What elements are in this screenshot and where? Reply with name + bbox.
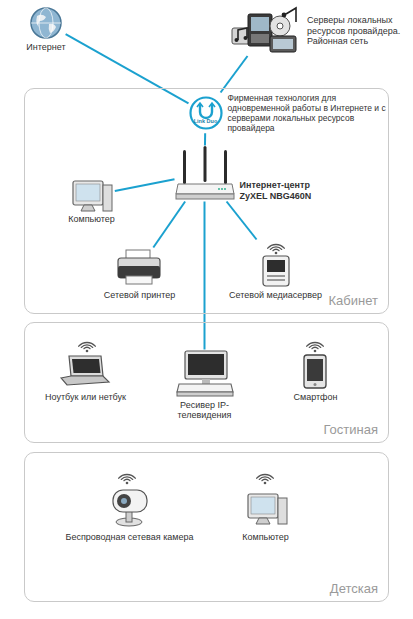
router-icon xyxy=(175,146,235,202)
link-line xyxy=(227,202,257,240)
device-node: Ресивер IP-телевидения xyxy=(165,350,245,422)
device-node: Беспроводная сетевая камера xyxy=(65,470,193,543)
device-node: Компьютер xyxy=(68,180,115,225)
room-label: Гостиная xyxy=(323,422,378,437)
mediaserver-icon xyxy=(256,240,296,288)
text-column: Фирменная технология для одновременной р… xyxy=(223,93,388,134)
network-link xyxy=(66,34,189,103)
laptop-icon xyxy=(57,338,113,390)
device-label: Фирменная технология для одновременной р… xyxy=(228,93,388,134)
device-node: Сетевой принтер xyxy=(104,248,175,301)
device-label: Компьютер xyxy=(68,214,115,225)
network-link xyxy=(204,202,205,350)
device-node: Интернет xyxy=(26,6,65,53)
device-label: Интернет-центр ZyXEL NBG460N xyxy=(240,180,332,202)
device-node: Компьютер xyxy=(241,470,291,543)
device-node: Сетевой медиасервер xyxy=(229,240,322,301)
device-label: Беспроводная сетевая камера xyxy=(65,532,193,543)
device-label: Серверы локальных ресурсов провайдера. Р… xyxy=(307,15,409,47)
smartphone-icon xyxy=(298,338,332,390)
device-label: Смартфон xyxy=(293,392,337,403)
device-node: Ноутбук или нетбук xyxy=(45,338,126,403)
room-region: Кабинет Link Duo Фирменная технология для … xyxy=(24,88,389,314)
link-line xyxy=(204,202,206,350)
device-label: Компьютер xyxy=(242,532,289,543)
link-line xyxy=(204,133,206,145)
device-label: Сетевой принтер xyxy=(104,290,175,301)
device-node: Интернет-центр ZyXEL NBG460N xyxy=(175,146,332,202)
monitor-icon xyxy=(69,180,115,212)
receiver-icon xyxy=(175,350,235,398)
device-node: Link Duo Фирменная технология для одновре… xyxy=(189,93,388,134)
room-region: Гостиная Ноутбук или нетбукРесивер IP-тел… xyxy=(24,322,389,443)
room-label: Кабинет xyxy=(329,293,378,308)
room-label: Детская xyxy=(330,581,378,596)
brand-label: Link Duo xyxy=(189,119,223,125)
link-line xyxy=(115,179,175,191)
device-node: Смартфон xyxy=(293,338,337,403)
device-label: Сетевой медиасервер xyxy=(229,290,322,301)
globe-icon xyxy=(29,6,63,40)
link-line xyxy=(153,202,185,248)
link-line xyxy=(66,34,189,103)
network-link xyxy=(153,202,185,248)
printer-icon xyxy=(114,248,164,288)
camera-icon xyxy=(105,470,155,530)
text-column: Серверы локальных ресурсов провайдера. Р… xyxy=(302,15,409,47)
device-label: Ноутбук или нетбук xyxy=(45,392,126,403)
linkduo-icon: Link Duo xyxy=(189,96,223,130)
network-link xyxy=(204,133,205,145)
device-label: Интернет xyxy=(26,42,65,53)
network-link xyxy=(115,179,175,191)
servers-icon xyxy=(230,6,302,56)
text-column: Интернет-центр ZyXEL NBG460N xyxy=(235,180,332,202)
network-link xyxy=(227,202,257,240)
room-region: Детская Беспроводная сетевая камера Компью… xyxy=(24,452,389,602)
monitorwifi-icon xyxy=(241,470,291,530)
device-node: Серверы локальных ресурсов провайдера. Р… xyxy=(230,6,409,56)
device-label: Ресивер IP-телевидения xyxy=(165,400,245,422)
